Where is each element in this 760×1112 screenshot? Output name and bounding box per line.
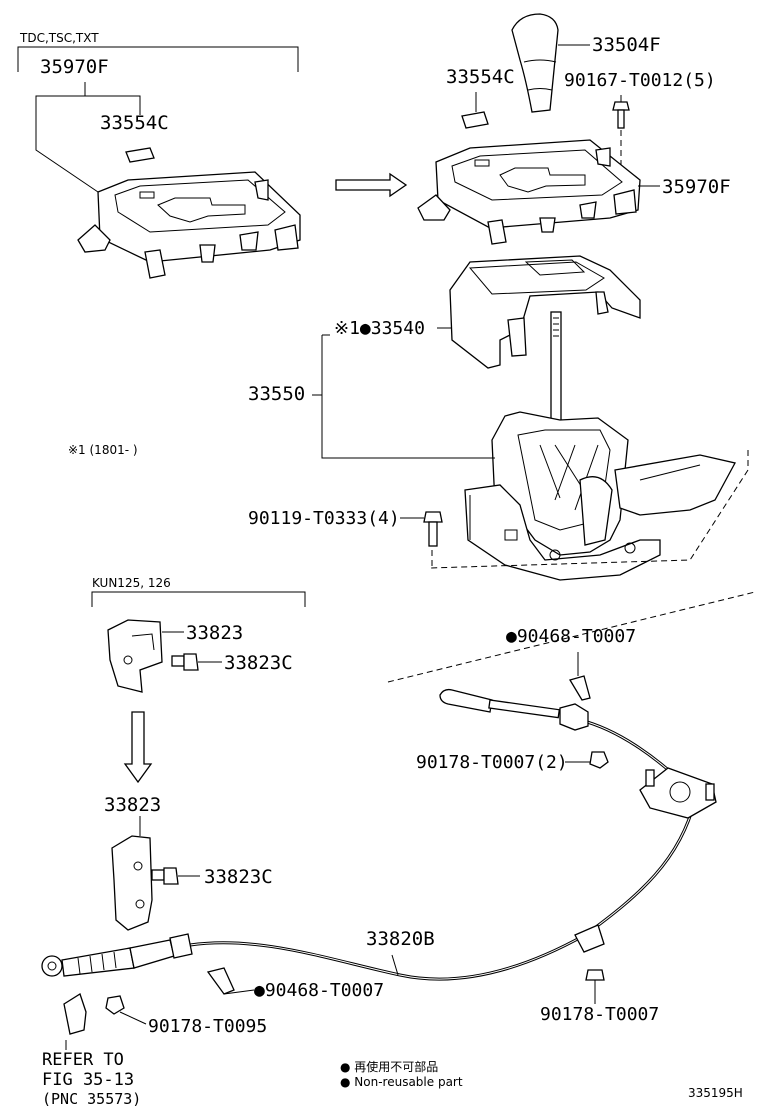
label-90468-b: ●90468-T0007 [254, 980, 385, 1001]
nut-90178-T0095 [105, 995, 125, 1015]
label-90178-a: 90178-T0007(2) [416, 752, 568, 773]
bolt-33823C-upper [171, 653, 199, 671]
bracket-33823-upper [107, 619, 163, 693]
variant-bracket-bottom [91, 591, 306, 607]
label-90178-c: 90178-T0007 [540, 1004, 660, 1025]
label-33823C-b: 33823C [204, 866, 273, 888]
variant-bracket-top [17, 46, 299, 72]
label-90167: 90167-T0012(5) [564, 70, 716, 91]
refer-line-3: (PNC 35573) [42, 1090, 142, 1108]
shift-lever-rod [550, 311, 562, 433]
label-33504F: 33504F [592, 34, 661, 56]
leader-90178-b [119, 1011, 147, 1025]
dash-frame-shift [429, 450, 749, 569]
arrow-down [123, 711, 153, 784]
legend-jp: ● 再使用不可部品 [340, 1060, 439, 1074]
leader-33554C-a [85, 95, 141, 115]
leader-35970F-a [35, 82, 99, 193]
label-35970F-a: 35970F [40, 56, 109, 78]
variant-label-bottom: KUN125, 126 [92, 576, 171, 590]
label-90119: 90119-T0333(4) [248, 508, 400, 529]
label-33554C-a: 33554C [100, 112, 169, 134]
nut-90178-upper [589, 751, 609, 769]
legend-en: ● Non-reusable part [340, 1075, 463, 1089]
clip-33554C-right [461, 111, 489, 129]
label-33823-b: 33823 [104, 794, 162, 816]
bolt-90119 [423, 511, 443, 547]
label-35970F-b: 35970F [662, 176, 731, 198]
indicator-housing [449, 255, 641, 369]
clip-90468-lower [206, 967, 255, 995]
variant-label-top: TDC,TSC,TXT [19, 31, 99, 45]
label-90468-a: ●90468-T0007 [506, 626, 637, 647]
clip-90468-upper [569, 675, 591, 701]
refer-line-1: REFER TO [42, 1050, 124, 1070]
bolt-90167 [612, 101, 630, 129]
bracket-33823-lower [111, 835, 153, 931]
label-90178-b: 90178-T0095 [148, 1016, 268, 1037]
refer-line-2: FIG 35-13 [42, 1070, 135, 1090]
label-33554C-b: 33554C [446, 66, 515, 88]
label-33820B: 33820B [366, 928, 435, 950]
clip-33554C-left [125, 147, 155, 163]
dash-frame-cable [387, 591, 756, 683]
arrow-right [335, 172, 408, 198]
leader-33820B [391, 954, 399, 976]
shift-knob [511, 13, 559, 113]
shift-lever-assembly [464, 411, 736, 581]
label-33550: 33550 [248, 383, 306, 405]
figure-id: 335195H [688, 1086, 743, 1100]
label-33823C-a: 33823C [224, 652, 293, 674]
bolt-90178-lower [585, 969, 605, 981]
label-33540: ※1●33540 [334, 318, 425, 339]
bolt-33823C-lower [151, 867, 179, 885]
shift-cable [41, 688, 717, 1035]
shift-bezel-left [77, 171, 301, 279]
label-33823-a: 33823 [186, 622, 244, 644]
note-mark: ※1 (1801- ) [68, 443, 138, 457]
shift-bezel-right [417, 139, 641, 245]
leader-33550-bracket [321, 335, 495, 459]
